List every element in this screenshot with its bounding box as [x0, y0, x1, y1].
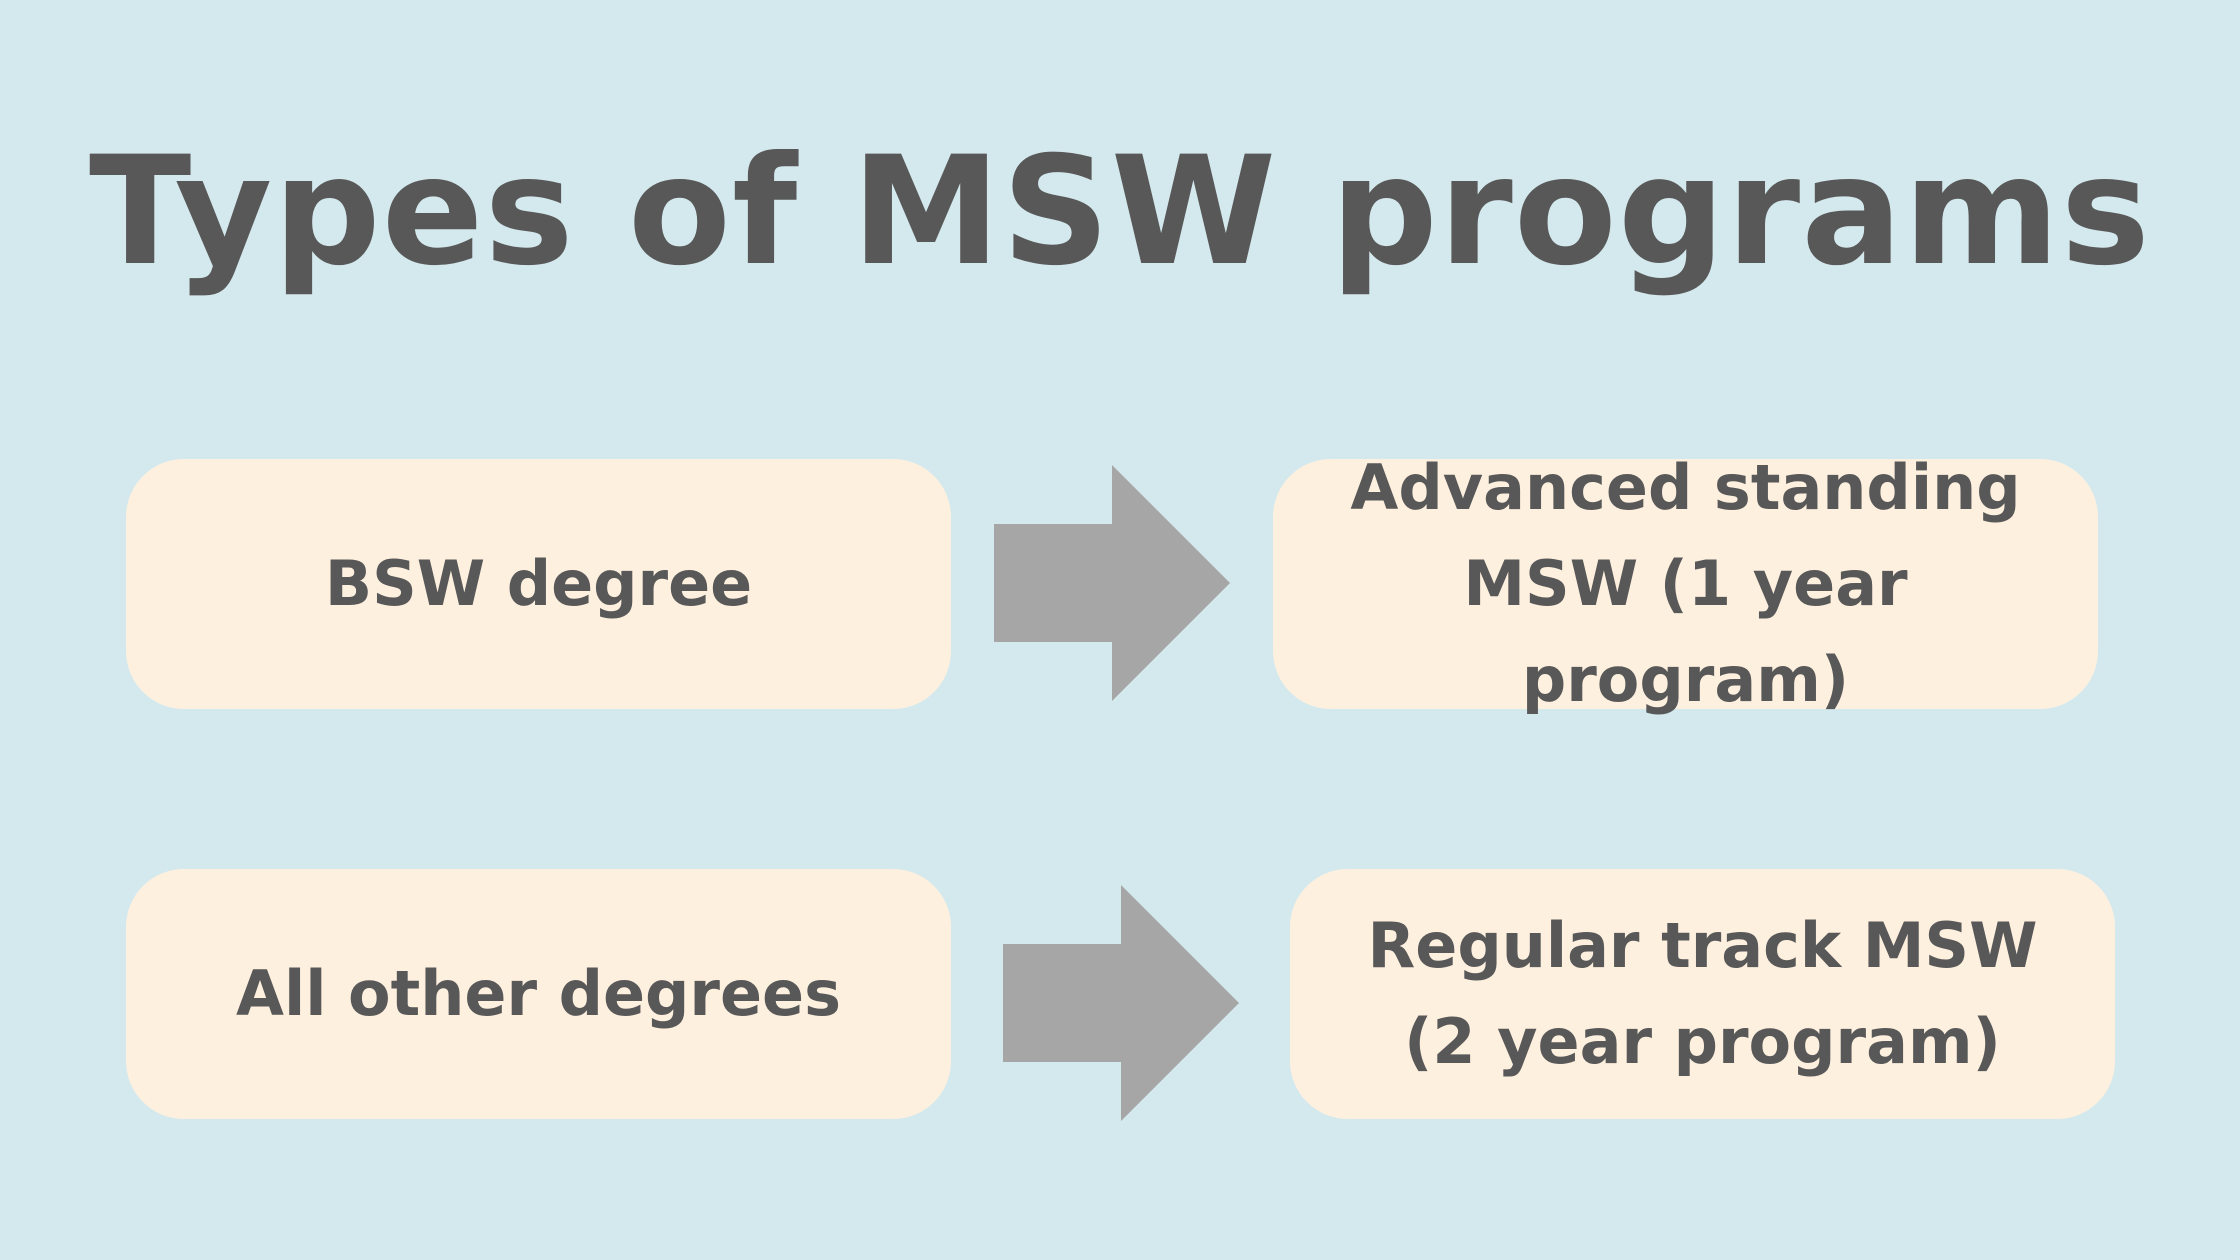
right-arrow-icon	[994, 465, 1230, 701]
source-label: BSW degree	[324, 546, 753, 620]
target-box-advanced-standing: Advanced standing MSW (1 year program)	[1273, 451, 2098, 716]
source-box-bsw-degree: BSW degree	[126, 459, 951, 709]
source-label: All other degrees	[235, 956, 842, 1030]
right-arrow-icon	[1003, 885, 1239, 1121]
target-label: Advanced standing MSW (1 year program)	[1350, 450, 2021, 717]
diagram-title: Types of MSW programs	[89, 125, 2151, 299]
target-label: Regular track MSW (2 year program)	[1367, 908, 2038, 1078]
source-box-other-degrees: All other degrees	[126, 869, 951, 1119]
target-box-regular-track: Regular track MSW (2 year program)	[1290, 869, 2115, 1119]
